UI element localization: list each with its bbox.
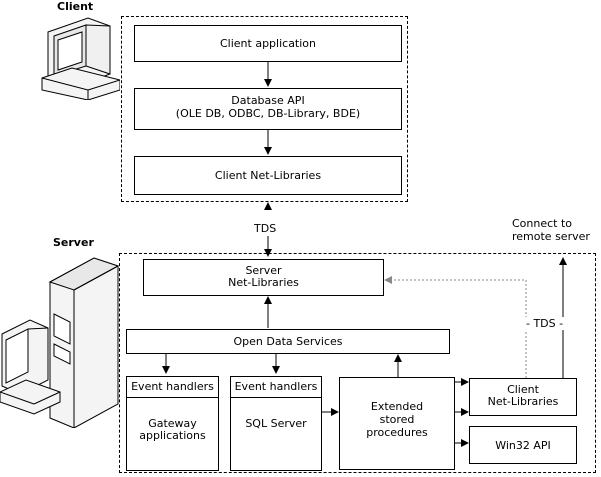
server-client-netlib-line1: Client <box>507 383 539 396</box>
event-handlers-1-label: Event handlers <box>131 380 214 393</box>
client-application-label: Client application <box>219 37 317 50</box>
open-data-services-box: Open Data Services <box>126 329 450 354</box>
server-netlibraries-line1: Server <box>245 264 282 277</box>
server-heading: Server <box>53 236 94 249</box>
connect-remote-line2: remote server <box>512 230 590 243</box>
open-data-services-label: Open Data Services <box>233 335 343 348</box>
dotted-return-path <box>384 276 527 378</box>
database-api-box: Database API (OLE DB, ODBC, DB-Library, … <box>134 88 402 130</box>
sql-server-label: SQL Server <box>245 417 307 430</box>
gateway-line2: applications <box>139 429 206 442</box>
client-computer-icon <box>41 17 120 100</box>
event-handlers-2-label: Event handlers <box>234 380 318 393</box>
server-tower-icon <box>0 257 120 428</box>
server-netlibraries-line2: Net-Libraries <box>228 276 299 289</box>
client-netlibraries-box: Client Net-Libraries <box>134 156 402 195</box>
server-netlibraries-box: Server Net-Libraries <box>143 259 384 296</box>
esp-line1: Extended <box>370 400 424 413</box>
client-frame <box>121 16 408 202</box>
server-frame <box>119 253 596 473</box>
client-heading: Client <box>57 0 94 13</box>
event-handlers-2-box: Event handlers <box>231 377 321 398</box>
database-api-label: Database API <box>231 94 305 107</box>
gateway-line1: Gateway <box>148 417 197 430</box>
tds-label: TDS <box>254 222 277 235</box>
win32-api-label: Win32 API <box>495 439 551 452</box>
client-netlibraries-label: Client Net-Libraries <box>214 169 322 182</box>
connect-remote-line1: Connect to <box>512 217 573 230</box>
client-application-box: Client application <box>134 25 402 62</box>
gateway-column: Event handlers Gateway applications <box>126 376 219 471</box>
esp-line3: procedures <box>366 426 428 439</box>
extended-stored-procedures-box: Extended stored procedures <box>339 377 455 470</box>
database-api-sublabel: (OLE DB, ODBC, DB-Library, BDE) <box>175 107 361 120</box>
server-client-netlibraries-box: Client Net-Libraries <box>469 378 577 416</box>
esp-line2: stored <box>379 413 415 426</box>
sql-server-column: Event handlers SQL Server <box>230 376 322 471</box>
server-client-netlib-line2: Net-Libraries <box>487 395 559 408</box>
win32-api-box: Win32 API <box>469 426 577 464</box>
remote-tds-label: - TDS - <box>525 317 565 330</box>
event-handlers-1-box: Event handlers <box>127 377 218 398</box>
